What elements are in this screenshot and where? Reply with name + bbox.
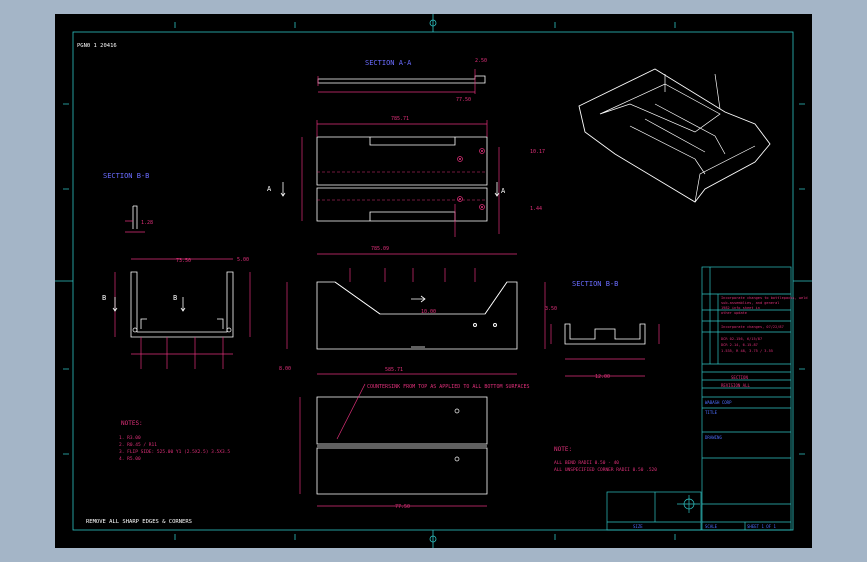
hole-center <box>481 206 483 208</box>
revision-line: sub-assemblies, and general <box>721 301 779 305</box>
dim-left: 8.00 <box>279 366 291 372</box>
dim-small-a: 2.50 <box>475 58 487 64</box>
front-view-upper-panel <box>316 136 488 186</box>
bottom-hole <box>454 456 460 462</box>
section-bb2-label: SECTION B-B <box>572 280 618 288</box>
end-view-channel <box>130 271 234 338</box>
dim-small-b: 1.28 <box>141 220 153 226</box>
dim-front-width: 785.71 <box>391 116 409 122</box>
header-ref: PGN0 1 20416 <box>77 43 117 49</box>
section-aa-profile <box>317 75 486 84</box>
marker-a-left: A <box>267 185 272 193</box>
flat-pattern-view <box>316 281 518 350</box>
tb-company: WABASH CORP <box>705 400 732 405</box>
dim-bottom-width: 77.50 <box>395 504 410 510</box>
countersink-callout: COUNTERSINK FROM TOP AS APPLIED TO ALL B… <box>367 384 530 390</box>
revision-line: other update <box>721 311 747 315</box>
border-ticks-bottom <box>174 534 676 540</box>
dim-section-right-a: 10.17 <box>530 149 545 155</box>
end-view-hole <box>132 327 138 333</box>
dim-mid: 10.00 <box>421 309 436 315</box>
notes-right-item: ALL BEND RADII 0.50 - 40 <box>554 460 619 466</box>
front-view-slot-top <box>369 137 456 146</box>
flat-arrows <box>411 295 426 348</box>
drawing-border <box>72 31 794 531</box>
dim-lower-width: 785.09 <box>371 246 389 252</box>
tb-title: TITLE <box>705 410 718 415</box>
hole-center <box>459 158 461 160</box>
tb-sheet: SHEET 1 OF 1 <box>747 524 776 529</box>
bottom-view-lower-plate <box>316 447 488 495</box>
hole-marker <box>479 204 485 210</box>
cad-drawing: PGN0 1 20416 REMOVE ALL SHARP EDGES & CO… <box>55 14 812 548</box>
dim-small-c: 12.00 <box>595 374 610 380</box>
dim-side: 5.00 <box>237 257 249 263</box>
section-bb-profile <box>132 205 138 229</box>
tb-scale: SCALE <box>705 524 718 529</box>
end-view-tabs <box>140 318 224 329</box>
section-aa-label: SECTION A-A <box>365 59 412 67</box>
notes-left-title: NOTES: <box>121 420 143 427</box>
end-view-hole <box>226 327 232 333</box>
revision-line: DCR 2-14, 6-15-87 <box>721 343 758 347</box>
flat-hole <box>473 323 477 327</box>
revision-line: DCR 02-156, 6/15/87 <box>721 337 762 341</box>
tb-part-label: SECTION <box>731 375 748 380</box>
front-view-slot-bottom <box>369 211 456 221</box>
drawing-sheet: PGN0 1 20416 REMOVE ALL SHARP EDGES & CO… <box>55 14 812 548</box>
notes-left-item: 1. R3.00 <box>119 435 141 441</box>
center-target-bottom <box>429 535 437 543</box>
front-view-lower-panel <box>316 187 488 222</box>
notes-left-item: 3. FLIP SIDE: 525.00 Y1 (2.5X2.5) 3.5X3.… <box>119 449 230 455</box>
iso-view-edges <box>664 73 756 203</box>
section-bb-dims <box>125 220 145 233</box>
dim-small-d: 3.50 <box>545 306 557 312</box>
revision-line: 1982 info sheet in <box>721 306 760 310</box>
dim-top-right: 77.50 <box>456 97 471 103</box>
revision-line: Incorporate changes, 07/22/87 <box>721 325 784 329</box>
marker-a-right: A <box>501 187 506 195</box>
marker-b-right: B <box>173 294 177 302</box>
bottom-view-upper-plate <box>316 396 488 445</box>
revision-line: 1.535, R 48, 3.75 / 3.55 <box>721 349 773 353</box>
border-ticks-left <box>63 103 69 455</box>
center-target-top <box>429 19 437 27</box>
hole-center <box>481 150 483 152</box>
iso-view-inner <box>654 103 726 155</box>
dim-sec-bb-width: 73.50 <box>176 258 191 264</box>
hole-center <box>459 198 461 200</box>
dim-bottom-run: 585.71 <box>385 367 403 373</box>
section-b-arrows <box>112 297 186 312</box>
iso-view-channel <box>629 118 706 175</box>
border-ticks-right <box>799 103 805 455</box>
dim-section-right-b: 1.44 <box>530 206 542 212</box>
hole-marker <box>457 156 463 162</box>
title-block <box>606 266 792 531</box>
iso-view-top <box>599 83 721 133</box>
marker-b-left: B <box>102 294 106 302</box>
tb-size: SIZE <box>633 524 643 529</box>
notes-left-item: 2. R0.45 / R11 <box>119 442 157 448</box>
flat-pattern-bend <box>334 281 508 315</box>
section-arrow-left <box>280 182 286 197</box>
section-arrow-right <box>494 182 500 197</box>
notes-left-item: 4. R5.00 <box>119 456 141 462</box>
hole-marker <box>479 148 485 154</box>
tb-drawing: DRAWING <box>705 435 722 440</box>
tb-part-no: REVISION ALL <box>721 383 750 388</box>
border-ticks-top <box>174 22 676 28</box>
bottom-hole <box>454 408 460 414</box>
hole-marker <box>457 196 463 202</box>
leader-line <box>336 383 366 440</box>
section-bb2-profile <box>564 323 646 345</box>
iso-view-outline <box>578 68 771 203</box>
section-bb-label: SECTION B-B <box>103 172 149 180</box>
revision-line: Incorporate changes to bottlepacks, weld <box>721 296 808 300</box>
notes-right-title: NOTE: <box>554 446 572 453</box>
notes-right-item: ALL UNSPECIFIED CORNER RADII 0.50 .520 <box>554 467 657 473</box>
footer-note: REMOVE ALL SHARP EDGES & CORNERS <box>86 519 192 525</box>
flat-hole <box>493 323 497 327</box>
